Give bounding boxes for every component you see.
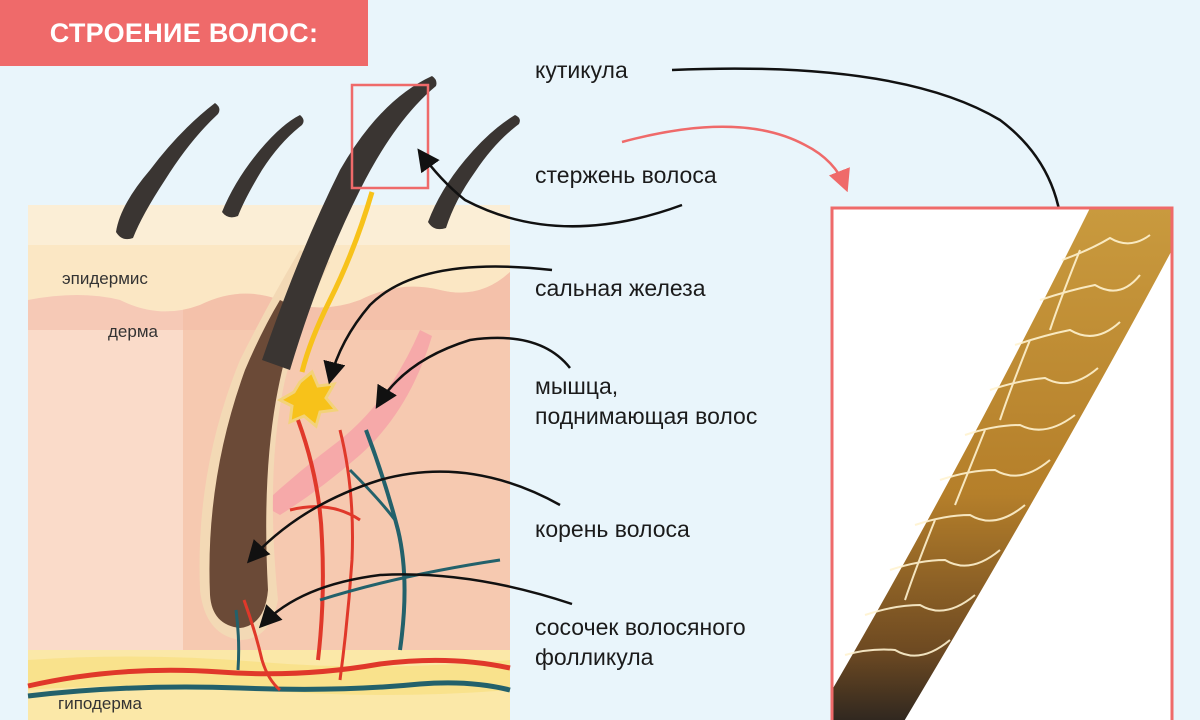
layer-label-epidermis: эпидермис (62, 269, 148, 288)
shaft-highlight-box (350, 83, 430, 190)
sebaceous-duct (299, 191, 375, 373)
blood-vessels (27, 419, 511, 699)
callout-muscle-line1: мышца, (535, 373, 619, 399)
callout-papilla-line1: сосочек волосяного (535, 614, 746, 640)
callout-sebaceous-gland: сальная железа (535, 275, 706, 301)
callout-muscle-line2: поднимающая волос (535, 403, 758, 429)
layer-label-dermis: дерма (108, 322, 158, 341)
layer-label-hypodermis: гиподерма (58, 694, 142, 713)
microscope-inset (830, 206, 1174, 720)
arrow-sebaceous (323, 265, 553, 385)
hair-2 (222, 115, 304, 218)
title-banner-bg (0, 0, 368, 66)
page-title: СТРОЕНИЕ ВОЛОС: (49, 17, 319, 48)
arrow-muscle (375, 336, 571, 409)
hair-root (209, 300, 300, 628)
callout-shaft: стержень волоса (535, 162, 717, 188)
callout-root: корень волоса (535, 516, 690, 542)
main-hair-shaft (262, 76, 437, 370)
arrow-papilla (258, 573, 573, 629)
arrow-zoom (621, 125, 850, 193)
arrow-root (246, 470, 561, 564)
hair-4 (428, 115, 520, 230)
arrow-shaft (417, 148, 683, 228)
sebaceous-gland (276, 369, 339, 429)
arrector-muscle (262, 330, 432, 515)
hair-1 (116, 103, 220, 240)
callout-papilla-line2: фолликула (535, 644, 654, 670)
callout-cuticle: кутикула (535, 57, 628, 83)
